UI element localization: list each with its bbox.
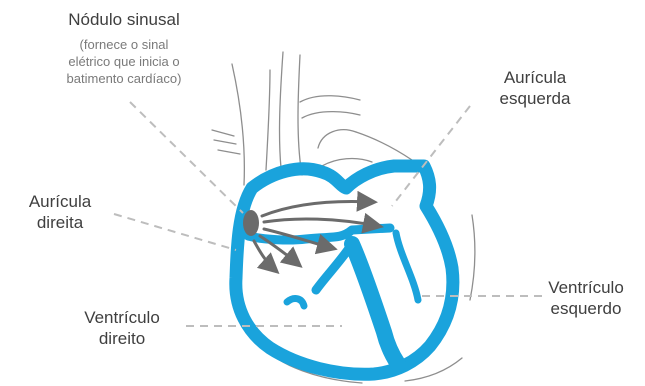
arrow-to-left-atrium-upper [262, 202, 372, 216]
arrow-to-left-atrium-lower [264, 219, 378, 226]
left-atrium-label: Aurícula esquerda [470, 68, 600, 109]
left-ventricle-label: Ventrículo esquerdo [530, 278, 642, 319]
leader-sinus-node [130, 102, 243, 213]
sinus-node-description: (fornece o sinal elétrico que inicia o b… [26, 37, 222, 88]
right-ventricle-label: Ventrículo direito [60, 308, 184, 349]
sinus-node-marker [243, 210, 259, 236]
sinus-node-label: Nódulo sinusal [26, 10, 222, 31]
right-atrium-label: Aurícula direita [10, 192, 110, 233]
leader-lines [114, 102, 542, 326]
heart-muscle [236, 166, 453, 374]
leader-right-atrium [114, 214, 236, 250]
